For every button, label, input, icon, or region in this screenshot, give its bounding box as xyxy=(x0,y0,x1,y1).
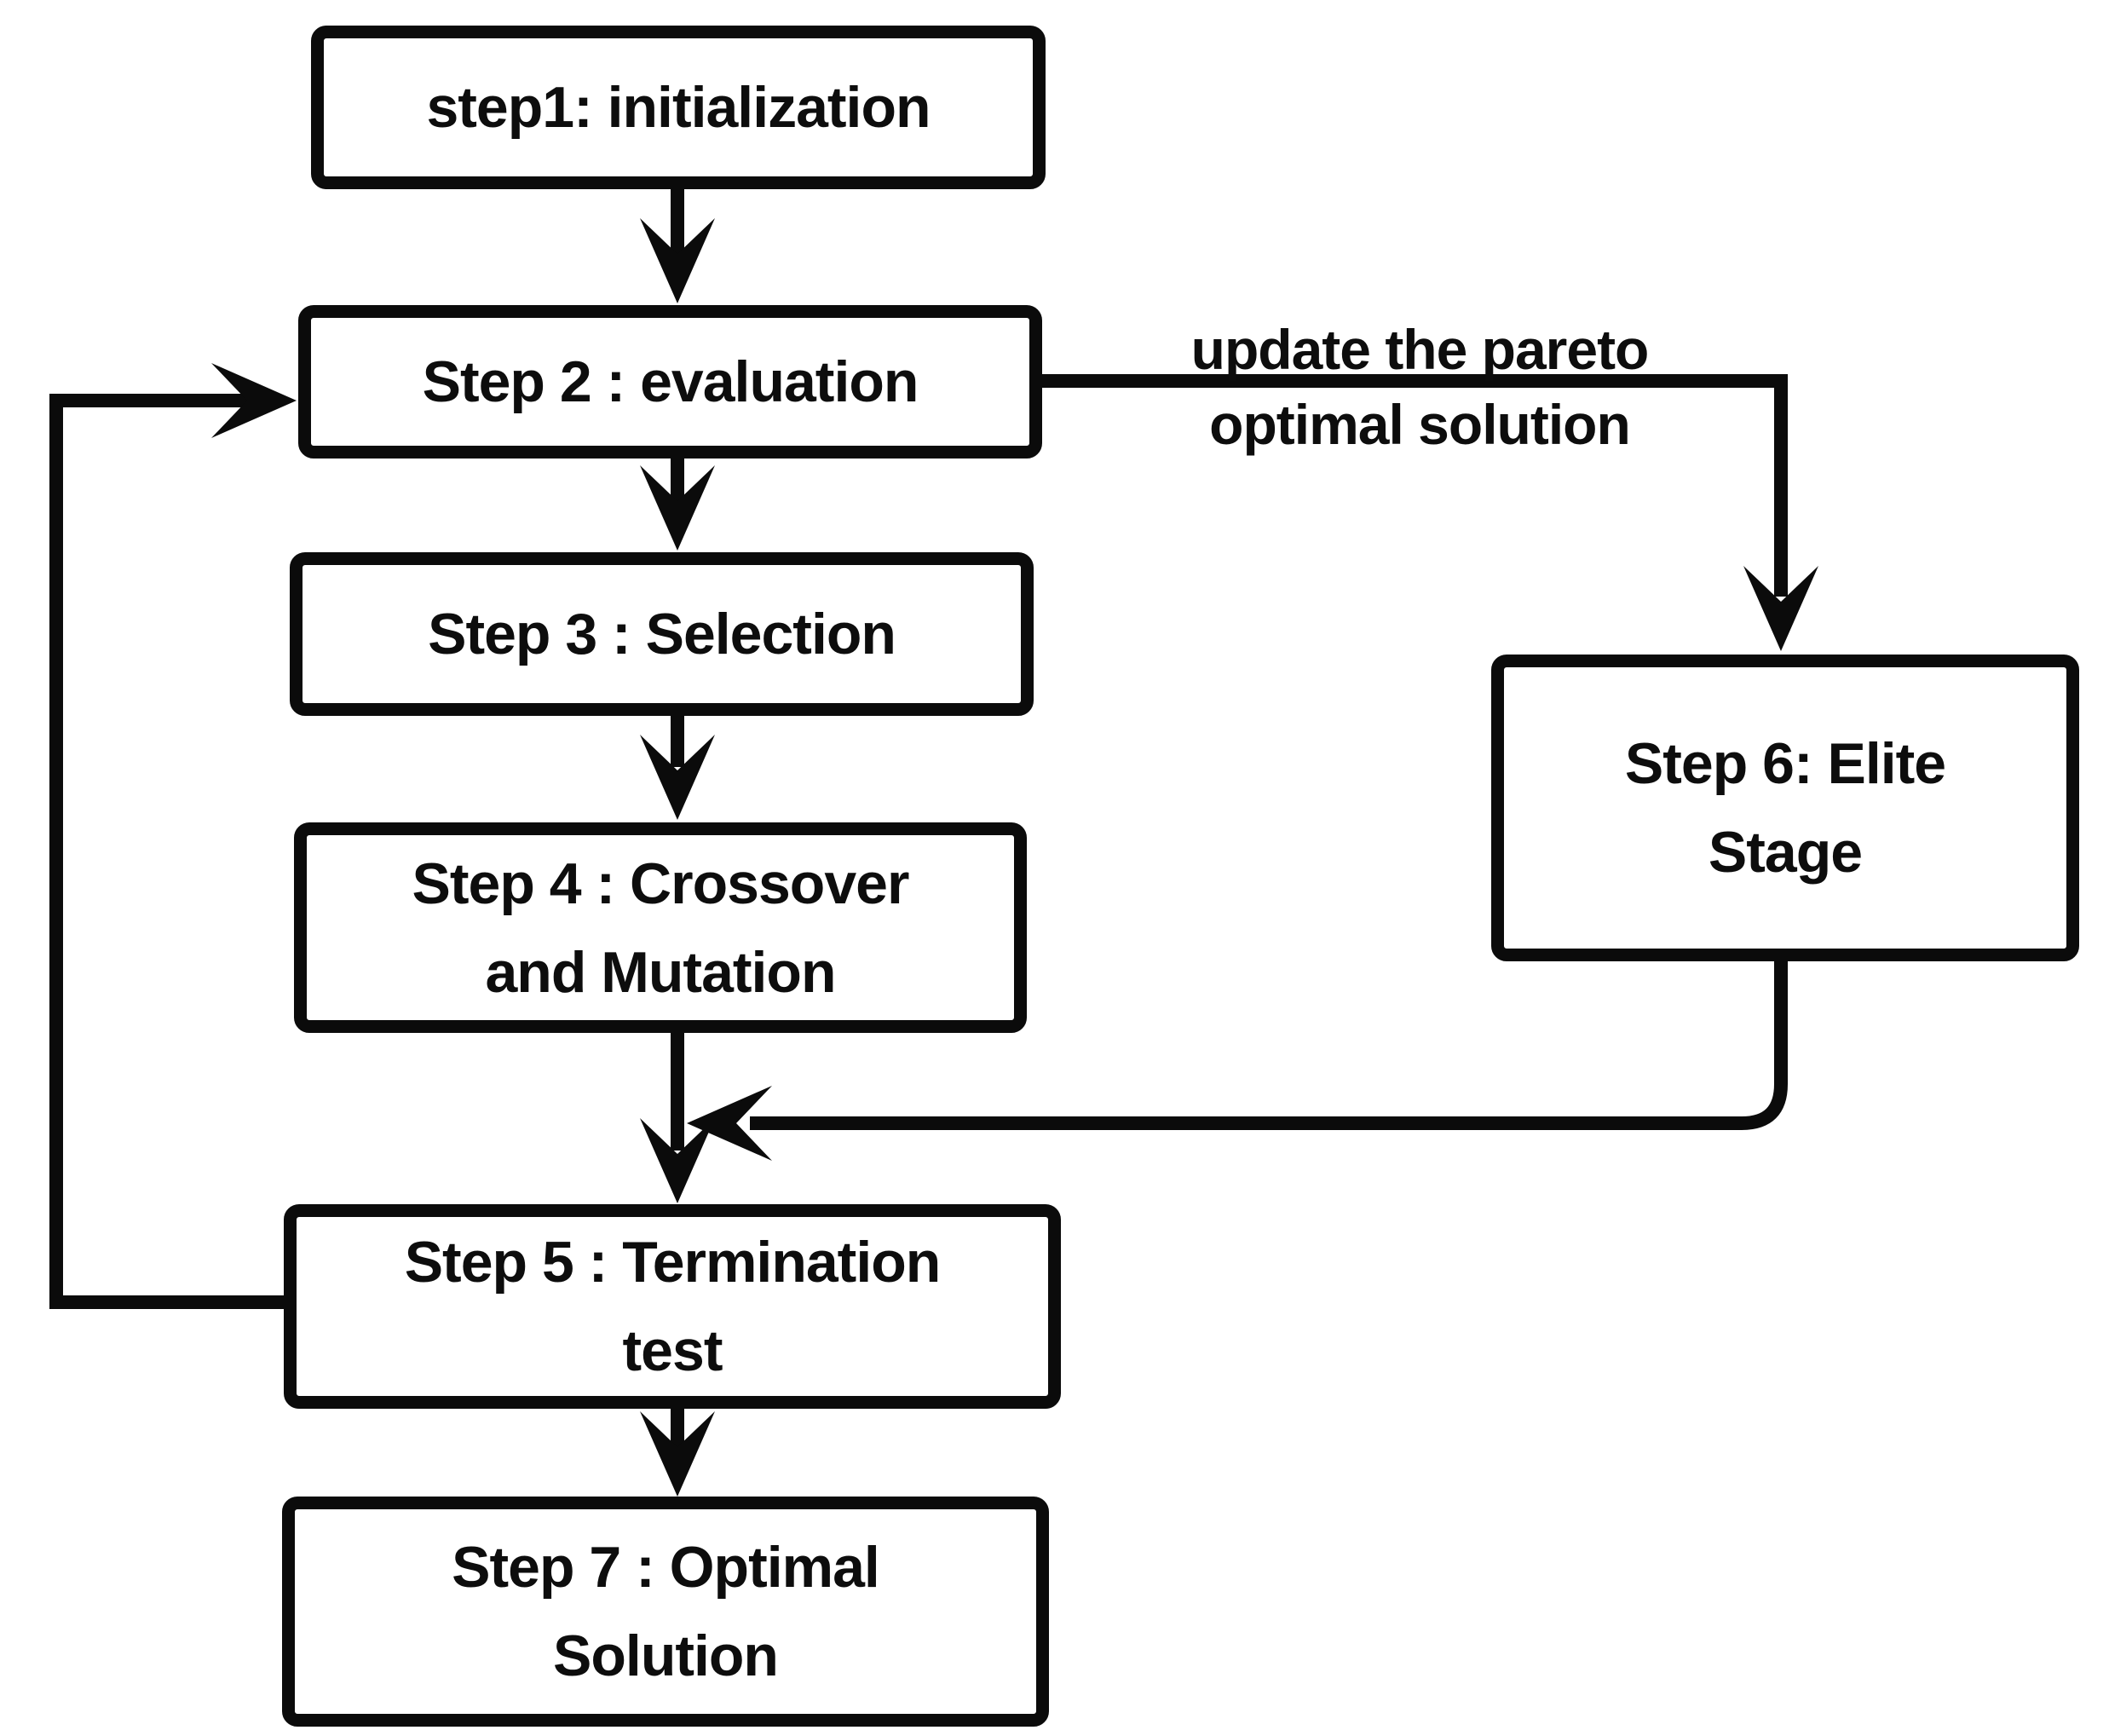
node-step7-optimal-solution: Step 7 : Optimal Solution xyxy=(282,1497,1049,1727)
node-step2-label: Step 2 : evaluation xyxy=(422,349,919,414)
node-step5-label-line2: test xyxy=(622,1318,723,1383)
arrowhead-right-icon xyxy=(211,363,297,438)
node-step4-label-line2: and Mutation xyxy=(485,939,836,1005)
arrowhead-down-icon xyxy=(640,1411,715,1497)
arrowhead-down-icon xyxy=(640,465,715,551)
node-step1-initialization: step1: initialization xyxy=(311,26,1046,189)
edge-step3-step4 xyxy=(640,714,715,820)
node-step1-label: step1: initialization xyxy=(426,75,931,140)
node-step6-label-line1: Step 6: Elite xyxy=(1624,731,1946,796)
node-step3-label: Step 3 : Selection xyxy=(428,602,896,666)
node-step5-termination-test: Step 5 : Termination test xyxy=(284,1204,1061,1409)
edge-step2-step6 xyxy=(1038,374,1818,651)
arrowhead-down-icon xyxy=(640,735,715,820)
node-step4-crossover-mutation: Step 4 : Crossover and Mutation xyxy=(294,822,1027,1033)
edge-step6-step5 xyxy=(687,958,1788,1161)
arrowhead-down-icon xyxy=(1743,566,1818,651)
node-step7-label-line1: Step 7 : Optimal xyxy=(452,1535,880,1600)
node-step6-elite-stage: Step 6: Elite Stage xyxy=(1491,655,2079,961)
edge-step4-step5 xyxy=(640,1031,715,1203)
node-step3-selection: Step 3 : Selection xyxy=(290,552,1034,716)
edge-step5-step7 xyxy=(640,1406,715,1497)
edge-step1-step2 xyxy=(640,186,715,303)
node-step4-label-line1: Step 4 : Crossover xyxy=(412,851,910,916)
edge-label-line1: update the pareto xyxy=(1190,318,1650,381)
node-step6-label-line2: Stage xyxy=(1708,820,1863,885)
arrowhead-down-icon xyxy=(640,1118,715,1203)
edge-step5-step2-loop xyxy=(49,363,297,1309)
edge-label-line2: optimal solution xyxy=(1209,393,1631,456)
node-step2-evaluation: Step 2 : evaluation xyxy=(298,305,1042,459)
arrowhead-left-icon xyxy=(687,1086,772,1161)
edge-step2-step3 xyxy=(640,455,715,551)
edge-label-update-pareto: update the pareto optimal solution xyxy=(1092,312,1748,462)
node-step7-label-line2: Solution xyxy=(553,1624,779,1688)
node-step5-label-line1: Step 5 : Termination xyxy=(404,1230,942,1295)
arrowhead-down-icon xyxy=(640,218,715,303)
